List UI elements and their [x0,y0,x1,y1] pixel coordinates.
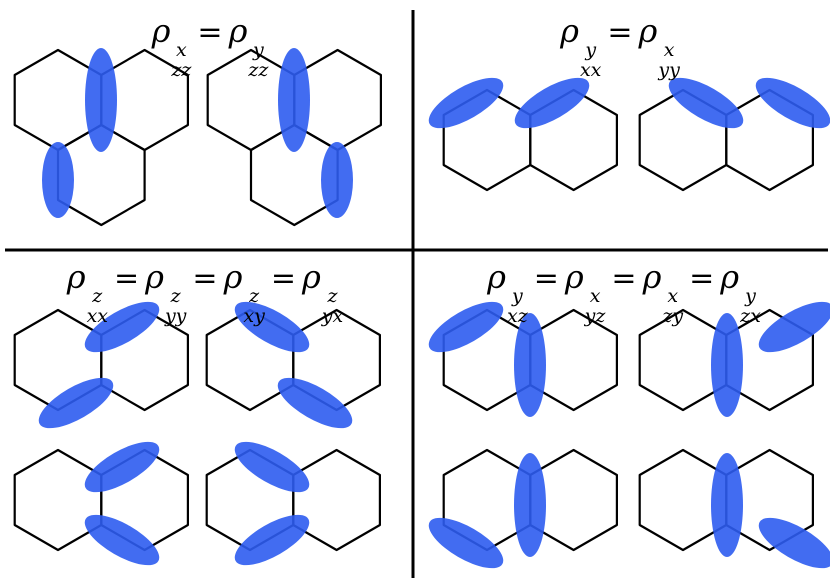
bond-ellipses [38,48,830,569]
bond-ellipse [321,142,353,218]
superscript: x [663,39,675,61]
subscript: zz [248,59,269,81]
bond-ellipse [514,77,590,129]
subscript: yz [584,305,606,327]
subscript: xz [506,305,528,327]
bond-ellipse [428,301,504,353]
bond-ellipse [711,453,743,557]
bond-ellipse [711,313,743,417]
rho-symbol: ρ [720,258,740,296]
bond-ellipse [278,48,310,152]
bond-ellipse [428,77,504,129]
rho-symbol: ρ [638,12,658,50]
subscript: xx [86,305,108,327]
superscript: y [253,39,264,61]
rho-symbol: ρ [223,258,243,296]
subscript: yx [321,305,344,327]
bond-ellipse [758,517,830,569]
bond-ellipse [514,453,546,557]
subscript: yy [658,59,680,81]
bond-ellipse [84,301,160,353]
superscript: x [589,285,601,307]
superscript: z [92,285,103,307]
superscript: z [249,285,260,307]
bond-ellipse [277,377,353,429]
hexagon [292,448,381,552]
superscript: x [667,285,679,307]
rho-symbol: ρ [487,258,506,296]
bond-ellipse [234,301,310,353]
quadrant-dividers [5,10,828,578]
rho-symbol: ρ [228,12,248,50]
superscript: y [745,285,756,307]
superscript: y [511,285,523,307]
bond-ellipse [234,514,310,566]
bond-ellipse [755,77,830,129]
bond-ellipse [84,514,160,566]
equals-sign: = [607,15,633,50]
bond-ellipse [514,313,546,417]
superscript: x [176,39,187,61]
equals-sign: = [192,261,218,296]
equals-sign: = [611,261,637,296]
equals-sign: = [197,15,223,50]
rho-symbol: ρ [301,258,321,296]
rho-symbol: ρ [145,258,164,296]
bond-ellipse [85,48,117,152]
subscript: zy [662,305,684,327]
subscript: zz [171,59,192,81]
rho-symbol: ρ [564,258,584,296]
equals-sign: = [689,261,715,296]
equals-sign: = [533,261,559,296]
superscript: z [327,285,338,307]
rho-symbol: ρ [642,258,662,296]
rho-symbol: ρ [66,258,86,296]
bond-ellipse [84,441,160,493]
bond-ellipse [428,517,504,569]
superscript: z [170,285,181,307]
subscript: yy [164,305,187,327]
rho-symbol: ρ [151,12,171,50]
bond-ellipse [38,377,114,429]
equals-sign: = [270,261,296,296]
subscript: xx [579,59,602,81]
equals-sign: = [114,261,140,296]
bond-ellipse [42,142,74,218]
superscript: y [585,39,597,61]
bond-ellipse [234,441,310,493]
subscript: xy [243,305,265,327]
bond-ellipse [668,77,744,129]
bond-ellipse [758,301,830,353]
subscript: zx [740,305,761,327]
rho-symbol: ρ [560,12,579,50]
hexagon [13,448,103,552]
